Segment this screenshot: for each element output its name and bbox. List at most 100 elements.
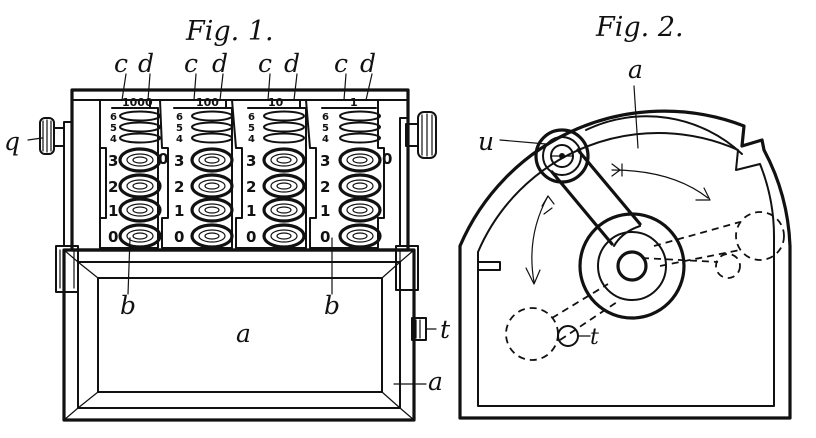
fig1-small-oval [339, 110, 381, 122]
fig1-label-d-0: d [138, 49, 154, 78]
fig1-label-b-right: b [324, 291, 340, 320]
fig1-small-digit: 4 [248, 134, 255, 145]
fig1-large-oval-inner [126, 203, 154, 217]
fig1-large-oval-core [204, 232, 220, 240]
fig1-large-digit: 1 [108, 202, 118, 220]
fig1-small-oval [119, 110, 161, 122]
fig1-large-oval-inner [126, 153, 154, 167]
fig2-knob-u [534, 128, 590, 184]
fig1-column-1 [305, 99, 385, 249]
fig1-large-oval [118, 197, 162, 223]
fig1-large-oval-core [132, 206, 148, 214]
fig1-large-oval [338, 147, 382, 173]
fig1-large-oval-core [204, 206, 220, 214]
fig1-small-digit: 6 [176, 112, 183, 123]
fig1-label-d-3: d [360, 49, 376, 78]
fig1-large-digit: 0 [174, 228, 184, 246]
fig1-top-number-1: 100 [196, 96, 219, 109]
fig1-large-oval [118, 147, 162, 173]
fig1-large-oval-core [132, 232, 148, 240]
fig2-label-t: t [590, 325, 599, 350]
fig1-small-oval [191, 121, 233, 133]
fig1-label-a-center: a [236, 319, 251, 348]
fig2-mechanism [458, 85, 792, 420]
fig1-large-oval-core [132, 156, 148, 164]
fig1-large-oval [118, 223, 162, 249]
fig1-label-d-1: d [212, 49, 228, 78]
fig1-large-digit: 1 [246, 202, 256, 220]
fig1-small-oval [119, 121, 161, 133]
fig1-top-number-3: 1 [350, 96, 358, 109]
fig1-large-oval-inner [346, 229, 374, 243]
fig1-side-zero-2: 0 [382, 150, 392, 168]
fig1-large-digit: 2 [174, 178, 184, 196]
fig2-title: Fig. 2. [595, 12, 684, 43]
fig1-large-oval-inner [126, 229, 154, 243]
fig1-large-oval [262, 173, 306, 199]
fig1-large-oval-inner [270, 153, 298, 167]
fig1-large-oval [190, 223, 234, 249]
fig1-large-oval-core [276, 206, 292, 214]
fig1-large-digit: 1 [320, 202, 330, 220]
fig1-small-digit: 4 [322, 134, 329, 145]
fig1-large-oval [190, 197, 234, 223]
fig2-label-u: u [478, 127, 494, 156]
fig1-large-oval [338, 223, 382, 249]
fig1-large-digit: 3 [174, 152, 184, 170]
fig1-large-oval-inner [346, 153, 374, 167]
fig1-column-10 [231, 99, 307, 249]
fig1-small-oval [263, 121, 305, 133]
fig1-large-digit: 0 [320, 228, 330, 246]
fig1-left-knob [39, 117, 65, 155]
fig1-large-oval-core [276, 182, 292, 190]
fig1-small-digit: 6 [110, 112, 117, 123]
fig1-large-oval [190, 147, 234, 173]
fig1-large-digit: 2 [108, 178, 118, 196]
fig1-large-oval [338, 173, 382, 199]
fig2-hub-center [616, 250, 648, 282]
fig1-label-q: q [4, 127, 20, 156]
fig2-arrows [525, 163, 711, 285]
fig1-small-oval [191, 132, 233, 144]
fig1-column-100 [159, 99, 233, 249]
fig1-large-digit: 3 [246, 152, 256, 170]
fig1-label-c-1: c [184, 49, 198, 78]
fig1-large-oval-inner [346, 179, 374, 193]
fig1-small-digit: 5 [110, 123, 117, 134]
fig1-small-digit: 5 [248, 123, 255, 134]
fig1-large-oval-core [132, 182, 148, 190]
fig1-small-digit: 5 [322, 123, 329, 134]
fig1-small-digit: 4 [110, 134, 117, 145]
fig1-small-digit: 6 [248, 112, 255, 123]
fig1-oval-windows [118, 110, 382, 249]
fig1-label-d-2: d [284, 49, 300, 78]
fig1-large-digit: 3 [320, 152, 330, 170]
fig1-large-digit: 1 [174, 202, 184, 220]
fig1-large-oval-inner [270, 203, 298, 217]
fig1-large-oval-core [352, 206, 368, 214]
fig1-large-oval-inner [346, 203, 374, 217]
fig1-side-zero-1: 0 [158, 150, 168, 168]
fig1-label-a-side: a [428, 367, 443, 396]
fig1-large-oval-inner [198, 179, 226, 193]
fig1-right-knob [405, 111, 437, 159]
fig1-small-oval [339, 121, 381, 133]
fig1-large-oval [118, 173, 162, 199]
fig1-small-oval [119, 132, 161, 144]
fig1-large-oval [190, 173, 234, 199]
fig1-large-oval-core [204, 156, 220, 164]
fig1-small-oval [191, 110, 233, 122]
fig1-large-digit: 0 [246, 228, 256, 246]
fig1-label-c-3: c [334, 49, 348, 78]
fig1-label-c-2: c [258, 49, 272, 78]
fig1-large-digit: 0 [108, 228, 118, 246]
fig1-large-oval [262, 223, 306, 249]
fig1-large-oval-core [204, 182, 220, 190]
fig1-label-t: t [440, 315, 451, 344]
fig1-small-oval [263, 110, 305, 122]
fig1-lower-frame [62, 248, 416, 422]
